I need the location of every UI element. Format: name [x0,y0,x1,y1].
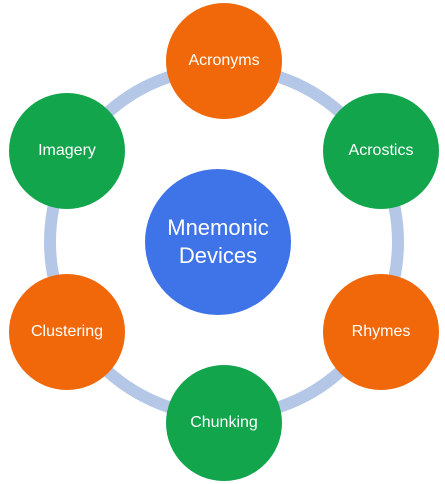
node-label: Acrostics [348,142,414,160]
node-label: Rhymes [351,323,411,341]
center-label: Mnemonic Devices [167,214,269,268]
node-chunking: Chunking [166,365,282,481]
node-acrostics: Acrostics [323,93,439,209]
node-clustering: Clustering [9,274,125,390]
node-rhymes: Rhymes [323,274,439,390]
node-acronyms: Acronyms [166,3,282,119]
node-label: Acronyms [188,52,260,70]
node-imagery: Imagery [9,93,125,209]
center-node: Mnemonic Devices [145,169,291,315]
node-label: Imagery [38,142,96,160]
node-label: Clustering [30,323,104,341]
node-label: Chunking [190,414,258,432]
